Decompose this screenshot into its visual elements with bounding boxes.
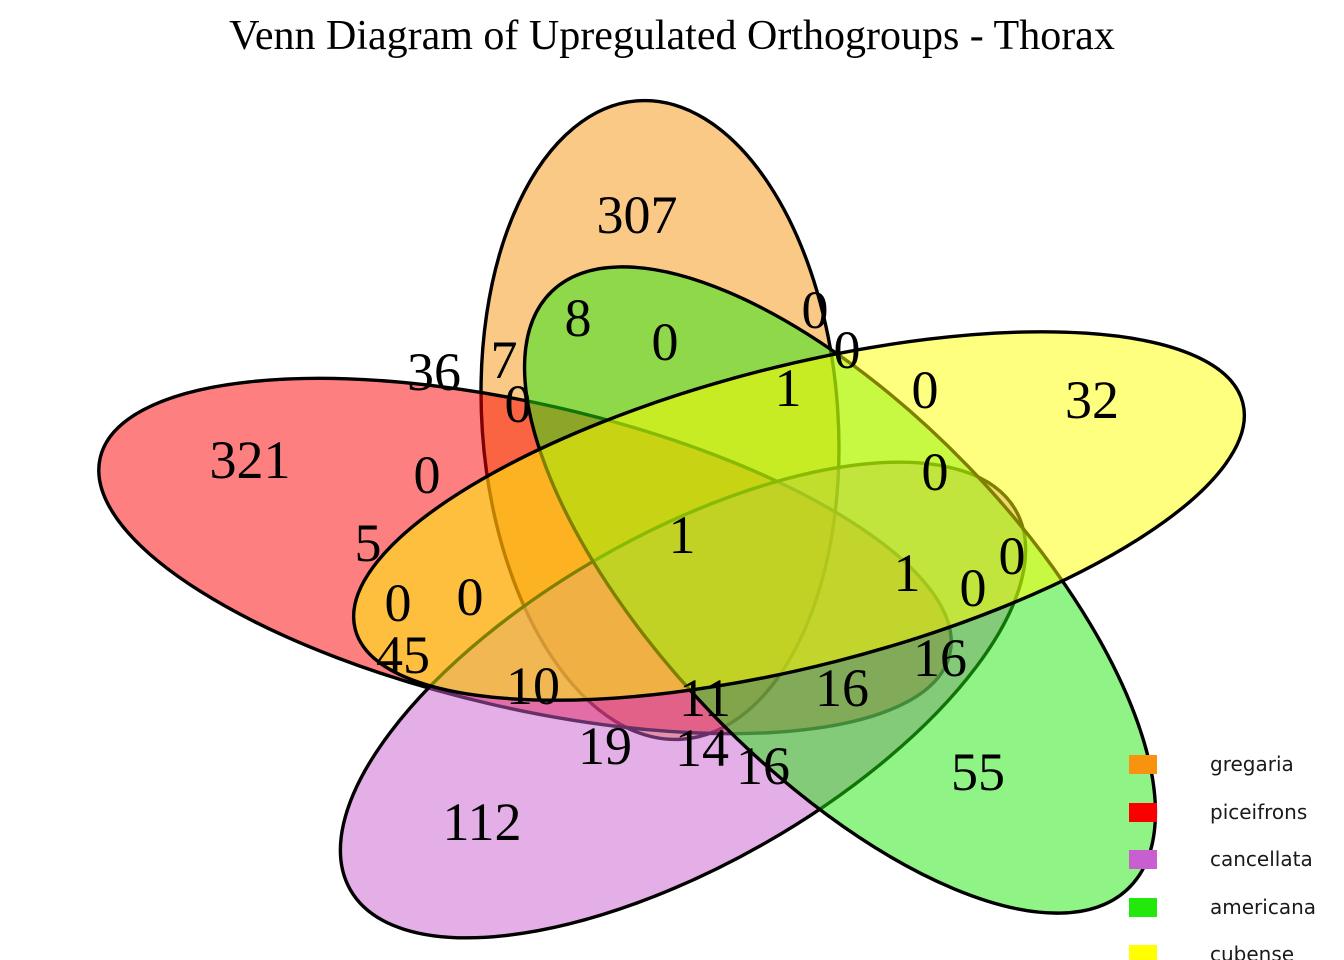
- region-count-label: 321: [209, 430, 291, 490]
- legend-label: americana: [1210, 894, 1317, 919]
- region-count-label: 0: [651, 312, 679, 372]
- region-count-label: 16: [815, 658, 869, 718]
- region-count-label: 16: [736, 736, 790, 796]
- region-count-label: 0: [413, 445, 441, 505]
- region-count-label: 1: [774, 358, 802, 418]
- region-count-label: 11: [679, 668, 731, 728]
- legend-swatch-piceifrons: [1129, 802, 1157, 822]
- region-count-label: 16: [913, 628, 967, 688]
- region-count-label: 0: [911, 360, 939, 420]
- chart-title: Venn Diagram of Upregulated Orthogroups …: [229, 13, 1115, 59]
- region-count-label: 36: [407, 342, 461, 402]
- region-count-label: 0: [456, 567, 484, 627]
- region-count-label: 0: [998, 526, 1026, 586]
- region-count-label: 1: [893, 543, 921, 603]
- region-count-label: 0: [959, 558, 987, 618]
- legend-label: cancellata: [1210, 847, 1313, 871]
- legend-swatch-gregaria: [1129, 755, 1157, 774]
- region-count-label: 7: [490, 330, 518, 390]
- venn-ellipse-cubense: [351, 330, 1247, 702]
- legend-swatch-americana: [1129, 897, 1157, 917]
- region-count-label: 0: [504, 374, 532, 434]
- region-count-label: 112: [442, 792, 522, 852]
- region-count-label: 5: [354, 513, 382, 573]
- region-count-label: 1: [668, 505, 696, 565]
- region-count-label: 32: [1065, 370, 1119, 430]
- legend-label: cubense: [1210, 942, 1295, 960]
- region-count-label: 8: [564, 288, 592, 348]
- region-count-label: 45: [376, 625, 430, 685]
- region-count-label: 14: [675, 718, 729, 778]
- legend-label: gregaria: [1210, 752, 1294, 776]
- region-count-label: 0: [801, 280, 829, 340]
- legend-swatch-cancellata: [1129, 850, 1157, 869]
- region-count-label: 10: [506, 656, 560, 716]
- legend-swatch-cubense: [1129, 945, 1157, 960]
- region-count-label: 0: [921, 442, 949, 502]
- region-count-label: 307: [596, 185, 678, 245]
- region-count-label: 55: [951, 742, 1005, 802]
- region-count-label: 0: [833, 320, 861, 380]
- region-count-label: 0: [384, 573, 412, 633]
- region-count-label: 19: [578, 716, 632, 776]
- legend-label: piceifrons: [1210, 799, 1308, 824]
